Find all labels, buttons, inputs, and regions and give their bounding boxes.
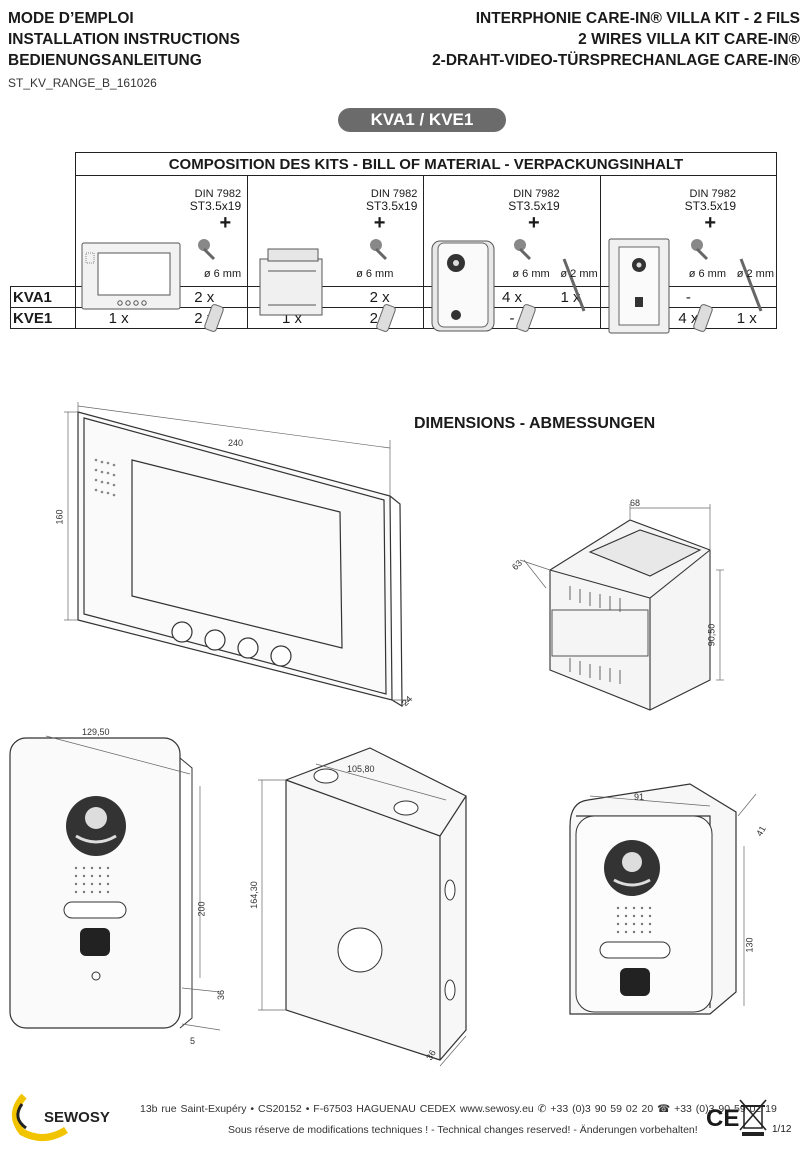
document-code: ST_KV_RANGE_B_161026 xyxy=(8,76,157,90)
plate-width: 129,50 xyxy=(82,727,110,737)
monitor-width: 240 xyxy=(228,438,244,448)
header-right: INTERPHONIE CARE-IN® VILLA KIT - 2 FILS … xyxy=(432,8,800,71)
footer-note: Sous réserve de modifications techniques… xyxy=(228,1124,698,1136)
plus-sign: + xyxy=(527,212,540,234)
qty: 4 x xyxy=(678,309,699,327)
key-size: ø 2 mm xyxy=(560,268,598,280)
monitor-icon xyxy=(81,239,224,332)
header-left: MODE D’EMPLOI INSTALLATION INSTRUCTIONS … xyxy=(8,8,240,94)
psu-height: 90,50 xyxy=(706,623,717,647)
small-height: 130 xyxy=(744,937,755,953)
qty: 1 x xyxy=(560,288,581,306)
small-width: 91 xyxy=(634,792,645,802)
product-title-fr: INTERPHONIE CARE-IN® VILLA KIT - 2 FILS xyxy=(475,10,800,27)
dowel-size: ø 6 mm xyxy=(356,268,394,280)
title-fr: MODE D’EMPLOI xyxy=(8,10,134,27)
plus-sign: + xyxy=(373,212,386,234)
door-station-icon xyxy=(431,239,586,332)
dimensions-title: DIMENSIONS - ABMESSUNGEN xyxy=(414,415,656,432)
screw-size: ST3.5x19 xyxy=(684,199,736,213)
power-supply-icon xyxy=(259,239,396,332)
qty: 1 x xyxy=(108,309,129,327)
weee-bin-icon xyxy=(739,1099,767,1136)
plus-sign: + xyxy=(219,212,232,234)
row-label: KVE1 xyxy=(10,307,76,329)
plate-height: 200 xyxy=(196,901,207,917)
title-de: BEDIENUNGSANLEITUNG xyxy=(8,52,202,69)
plus-sign: + xyxy=(704,212,716,234)
brand-name: SEWOSY xyxy=(44,1109,110,1126)
product-title-de: 2-DRAHT-VIDEO-TÜRSPRECHANLAGE CARE-IN® xyxy=(432,52,800,69)
qty: 2 x xyxy=(369,288,390,306)
screw-std: DIN 7982 xyxy=(513,188,560,200)
small-door-station-drawing xyxy=(569,783,757,1015)
qty: 1 x xyxy=(736,309,757,327)
plate-depth: 36 xyxy=(216,989,227,1001)
flush-door-station-icon xyxy=(608,238,763,334)
qty: 2 x xyxy=(194,288,215,306)
flush-box-drawing xyxy=(258,747,467,1067)
dowel-size: ø 6 mm xyxy=(203,268,242,280)
monitor-height: 160 xyxy=(54,509,65,525)
psu-width: 68 xyxy=(630,498,641,508)
plate-depth-2: 5 xyxy=(190,1036,196,1046)
box-width: 105,80 xyxy=(347,764,375,774)
row-label: KVA1 xyxy=(10,286,76,308)
screw-size: ST3.5x19 xyxy=(366,199,418,213)
sewosy-logo: SEWOSY xyxy=(12,1093,110,1141)
screw-size: ST3.5x19 xyxy=(189,199,242,213)
page-number: 1/12 xyxy=(772,1124,792,1135)
screw-size: ST3.5x19 xyxy=(508,199,560,213)
model-pill: KVA1 / KVE1 xyxy=(338,108,506,132)
kit-table: COMPOSITION DES KITS - BILL OF MATERIAL … xyxy=(10,152,778,334)
title-en: INSTALLATION INSTRUCTIONS xyxy=(8,31,240,48)
screw-std: DIN 7982 xyxy=(370,188,418,200)
dowel-size: ø 6 mm xyxy=(512,268,550,280)
power-supply-drawing xyxy=(519,504,724,711)
kit-table-title: COMPOSITION DES KITS - BILL OF MATERIAL … xyxy=(74,152,778,176)
key-size: ø 2 mm xyxy=(736,268,774,280)
footer-address: 13b rue Saint-Exupéry • CS20152 • F-6750… xyxy=(140,1103,777,1115)
screw-std: DIN 7982 xyxy=(194,188,242,200)
monitor-drawing xyxy=(64,402,413,708)
box-height: 164,30 xyxy=(248,881,259,909)
screw-std: DIN 7982 xyxy=(689,188,736,200)
qty: 4 x xyxy=(502,288,523,306)
dowel-size: ø 6 mm xyxy=(688,268,726,280)
product-title-en: 2 WIRES VILLA KIT CARE-IN® xyxy=(578,31,800,48)
ce-mark: CE xyxy=(706,1105,740,1132)
door-plate-drawing xyxy=(9,735,221,1031)
